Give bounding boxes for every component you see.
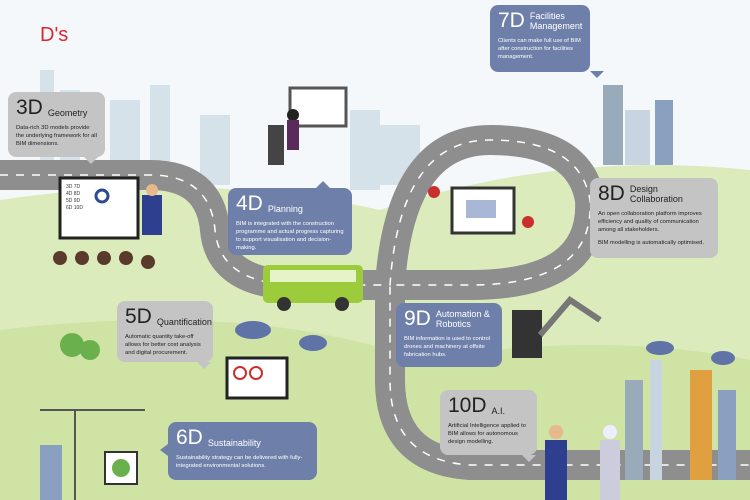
card-description: BIM is integrated with the construction … [236, 221, 344, 251]
audience [53, 251, 155, 269]
card-description: Sustainability strategy can be delivered… [176, 455, 303, 469]
construction-building [40, 445, 138, 500]
city-towers [625, 360, 736, 480]
card-number: 5D [125, 305, 152, 328]
robot-arm [512, 296, 602, 358]
card-number: 8D [598, 182, 625, 205]
collaboration-screen [428, 186, 534, 235]
road-lane-marking [0, 139, 750, 466]
presentation-board [58, 176, 140, 240]
card-label: Design Collaboration [629, 184, 683, 204]
planner-desk [268, 86, 348, 165]
card-6d-sustainability: 6D Sustainability Sustainability strategy… [160, 422, 317, 480]
card-description: Automatic quantity take-off allows for b… [125, 334, 201, 356]
card-number: 10D [448, 394, 487, 417]
page-title: D's [40, 24, 69, 46]
card-4d-planning: 4D Planning BIM is integrated with the co… [228, 181, 352, 255]
card-description-extra: BIM modelling is automatically optimised… [598, 240, 704, 246]
card-description: An open collaboration platform improves … [598, 211, 702, 233]
card-description: Clients can make full use of BIM after c… [498, 38, 581, 60]
card-label: Automation & Robotics [435, 309, 490, 329]
card-description: Artificial Intelligence applied to BIM a… [448, 423, 526, 445]
card-5d-quantification: 5D Quantification Automatic quantity take… [117, 301, 213, 369]
cloud-icons [235, 321, 735, 365]
office-buildings [603, 85, 673, 165]
trees [60, 333, 100, 360]
card-10d-ai: 10D A.I. Artificial Intelligence applied … [440, 390, 537, 462]
card-label: Geometry [47, 108, 88, 118]
card-number: 3D [16, 96, 43, 119]
card-label: Quantification [156, 317, 212, 327]
card-number: 7D [498, 9, 525, 32]
card-label: Planning [267, 204, 303, 214]
card-number: 6D [176, 426, 203, 449]
card-description: BIM information is used to control drone… [404, 336, 491, 358]
handshake-people [545, 425, 620, 500]
card-number: 9D [404, 307, 431, 330]
cost-monitor [225, 356, 289, 400]
card-description: Data-rich 3D models provide the underlyi… [16, 125, 97, 147]
bus [263, 265, 363, 311]
card-label: A.I. [491, 406, 506, 416]
card-label: Sustainability [207, 438, 261, 448]
crane [40, 409, 145, 500]
presenter-person [142, 184, 162, 235]
card-3d-geometry: 3D Geometry Data-rich 3D models provide t… [8, 92, 105, 164]
card-label: Facilities Management [529, 11, 583, 31]
card-number: 4D [236, 192, 263, 215]
